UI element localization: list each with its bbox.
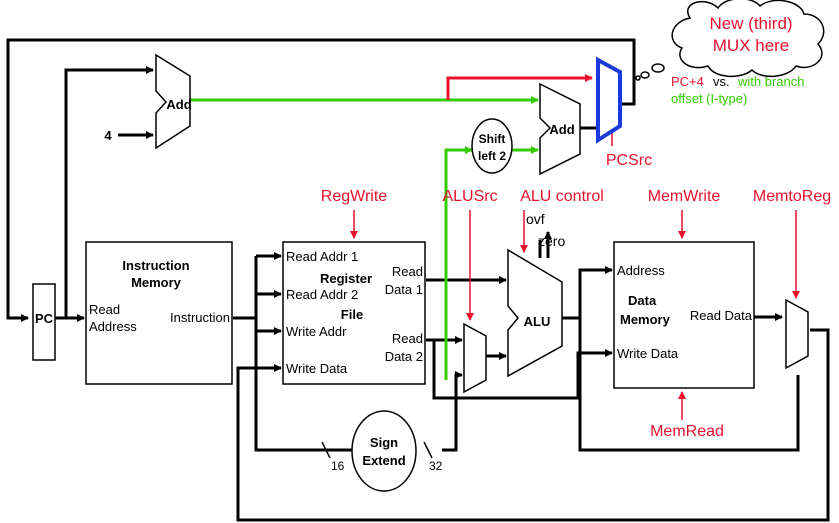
imem-instruction-label: Instruction — [170, 310, 230, 325]
branch-adder-label: Add — [549, 122, 574, 137]
rf-write-addr: Write Addr — [286, 324, 347, 339]
zero-label: zero — [538, 233, 565, 249]
width-32: 32 — [429, 459, 443, 473]
rf-read-data2-a: Read — [392, 331, 423, 346]
branch-path-wires — [190, 96, 539, 380]
instruction-bus — [233, 316, 352, 452]
callout-branch: with branch — [737, 74, 804, 89]
dm-address: Address — [617, 263, 665, 278]
ovf-label: ovf — [526, 211, 545, 227]
sign-extend — [351, 410, 417, 492]
branch-adder — [539, 82, 581, 176]
pcsrc-label: PCSrc — [606, 152, 652, 169]
rf-read-data2-b: Data 2 — [385, 349, 423, 364]
memtoreg-mux — [785, 298, 809, 370]
sign-extend-label-2: Extend — [362, 453, 405, 468]
alu-src-mux — [463, 322, 487, 394]
dm-title-2: Memory — [620, 312, 671, 327]
imem-read-label-1: Read — [89, 302, 120, 317]
dm-write-data: Write Data — [617, 346, 679, 361]
pc-to-add-wire — [64, 66, 154, 318]
memread-label: MemRead — [650, 423, 724, 440]
memtoreg-label: MemtoReg — [753, 188, 831, 205]
callout-vs: vs. — [713, 74, 730, 89]
callout-line-2: MUX here — [713, 36, 790, 55]
imem-title-1: Instruction — [122, 258, 189, 273]
imem-read-label-2: Address — [89, 319, 137, 334]
pc-adder — [155, 53, 191, 150]
width-16: 16 — [331, 459, 345, 473]
dm-read-data: Read Data — [690, 308, 753, 323]
rf-title-1: Register — [320, 271, 372, 286]
rf-write-data: Write Data — [286, 361, 348, 376]
rf-read-addr-1: Read Addr 1 — [286, 249, 358, 264]
rf-read-addr-2: Read Addr 2 — [286, 287, 358, 302]
regwrite-label: RegWrite — [321, 188, 387, 205]
thought-cloud — [635, 0, 825, 81]
data-memory — [613, 241, 755, 389]
shift-left-2 — [471, 118, 513, 174]
rf-read-data1-a: Read — [392, 264, 423, 279]
register-file — [282, 241, 426, 385]
callout-offset: offset (I-type) — [671, 91, 747, 106]
shift-label-2: left 2 — [478, 149, 506, 163]
pc-label: PC — [35, 311, 54, 326]
callout-line-1: New (third) — [709, 14, 792, 33]
new-pc-mux — [596, 56, 622, 144]
black-wires — [6, 38, 830, 522]
pc-adder-label: Add — [166, 97, 191, 112]
rf-read-data1-b: Data 1 — [385, 282, 423, 297]
alusrc-label: ALUSrc — [442, 188, 497, 205]
constant-four: 4 — [104, 128, 112, 143]
rf-title-2: File — [341, 307, 363, 322]
sign-extend-label-1: Sign — [370, 435, 398, 450]
memwrite-label: MemWrite — [648, 188, 721, 205]
shift-label-1: Shift — [479, 132, 506, 146]
callout-pc4: PC+4 — [671, 74, 704, 89]
alu-control-label: ALU control — [520, 188, 604, 205]
pc-register — [32, 283, 56, 361]
dm-title-1: Data — [628, 293, 657, 308]
pc-feedback-wire — [6, 38, 636, 322]
instruction-memory — [85, 241, 233, 385]
pc-plus-four-wire — [446, 74, 593, 100]
alu-label: ALU — [524, 314, 551, 329]
alu — [507, 248, 563, 378]
imem-title-2: Memory — [131, 275, 182, 290]
